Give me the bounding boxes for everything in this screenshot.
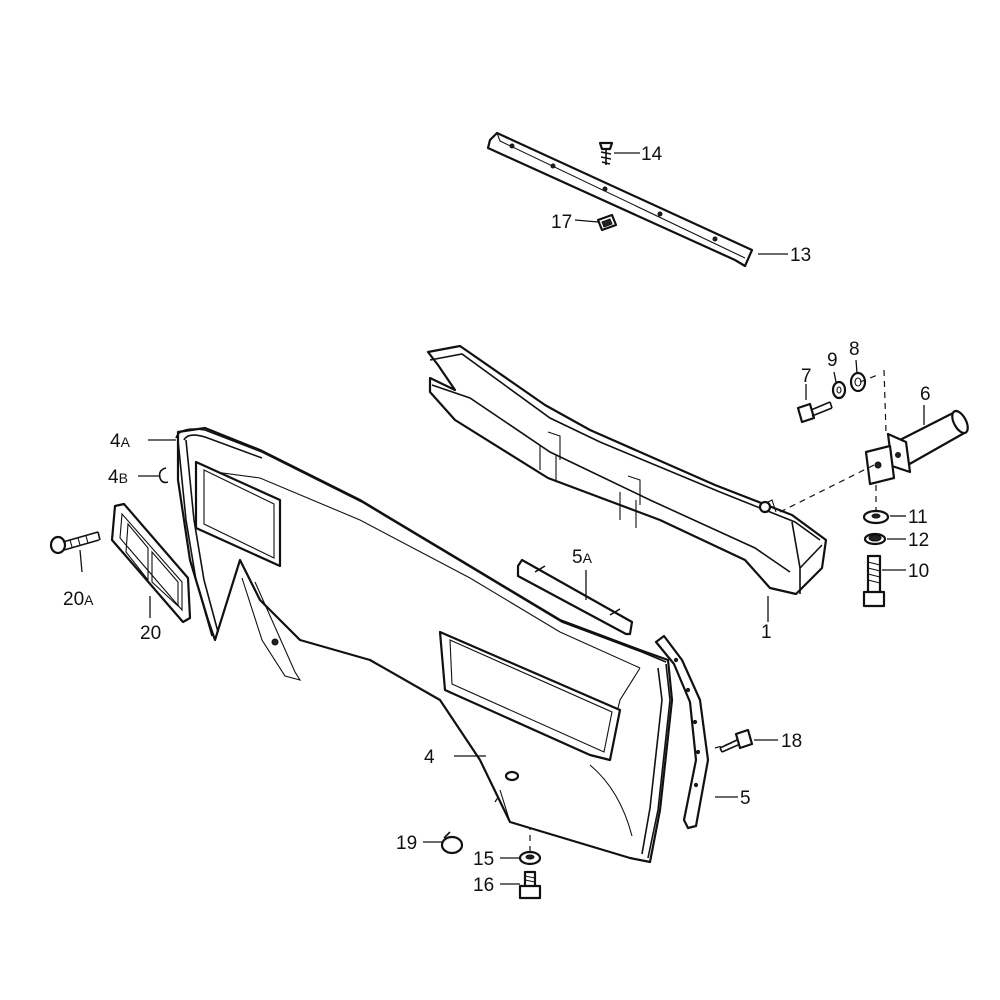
callout-20: 20: [140, 623, 161, 644]
alignment-line: [779, 464, 875, 513]
callout-19: 19: [396, 833, 417, 854]
callout-4b: 4B: [108, 467, 128, 488]
strip-part-13: [486, 131, 754, 268]
screw-part-18: [719, 728, 754, 753]
clip-part-4b: [158, 467, 169, 484]
callout-17: 17: [551, 212, 572, 233]
bumper-cover-part-4: [175, 426, 674, 864]
leader-lines: [79, 152, 925, 885]
callout-12: 12: [908, 530, 929, 551]
plug-part-19: [440, 831, 464, 855]
callout-8: 8: [849, 339, 860, 360]
screw-part-20a: [49, 531, 101, 555]
callout-16: 16: [473, 875, 494, 896]
callout-5a: 5A: [572, 547, 593, 568]
callout-1: 1: [761, 622, 772, 643]
alignment-line: [714, 741, 736, 749]
callout-13: 13: [790, 245, 811, 266]
strip-part-5a: [516, 558, 634, 636]
callout-5: 5: [740, 788, 751, 809]
washer-part-15: [518, 850, 542, 866]
callout-4a: 4A: [110, 431, 131, 452]
bolt-part-7: [796, 401, 833, 424]
callout-18: 18: [781, 731, 802, 752]
washer-part-9: [831, 380, 847, 400]
callout-9: 9: [827, 350, 838, 371]
callout-6: 6: [920, 384, 931, 405]
reflector-part-20: [110, 502, 192, 624]
alignment-line: [859, 373, 881, 383]
screw-part-14: [598, 141, 614, 165]
bolt-part-10: [862, 554, 886, 608]
clip-part-17: [596, 213, 618, 232]
callout-14: 14: [641, 144, 663, 165]
callout-labels: 14 17 13 1 7 9 8 6 11 12 10 4A 4B 5A 4 5…: [63, 144, 931, 896]
washer-part-12: [863, 532, 887, 546]
callout-7: 7: [801, 366, 812, 387]
callout-4: 4: [424, 747, 435, 768]
callout-10: 10: [908, 561, 929, 582]
alignment-line: [883, 369, 887, 433]
mount-tube-part-6: [864, 409, 969, 486]
callout-20a: 20A: [63, 589, 94, 610]
washer-part-11: [862, 509, 890, 525]
callout-11: 11: [908, 507, 928, 528]
bolt-part-16: [518, 870, 542, 900]
nut-part-8: [849, 371, 867, 393]
callout-15: 15: [473, 849, 494, 870]
beam-part-1: [426, 344, 828, 596]
side-trim-part-5: [654, 634, 710, 830]
